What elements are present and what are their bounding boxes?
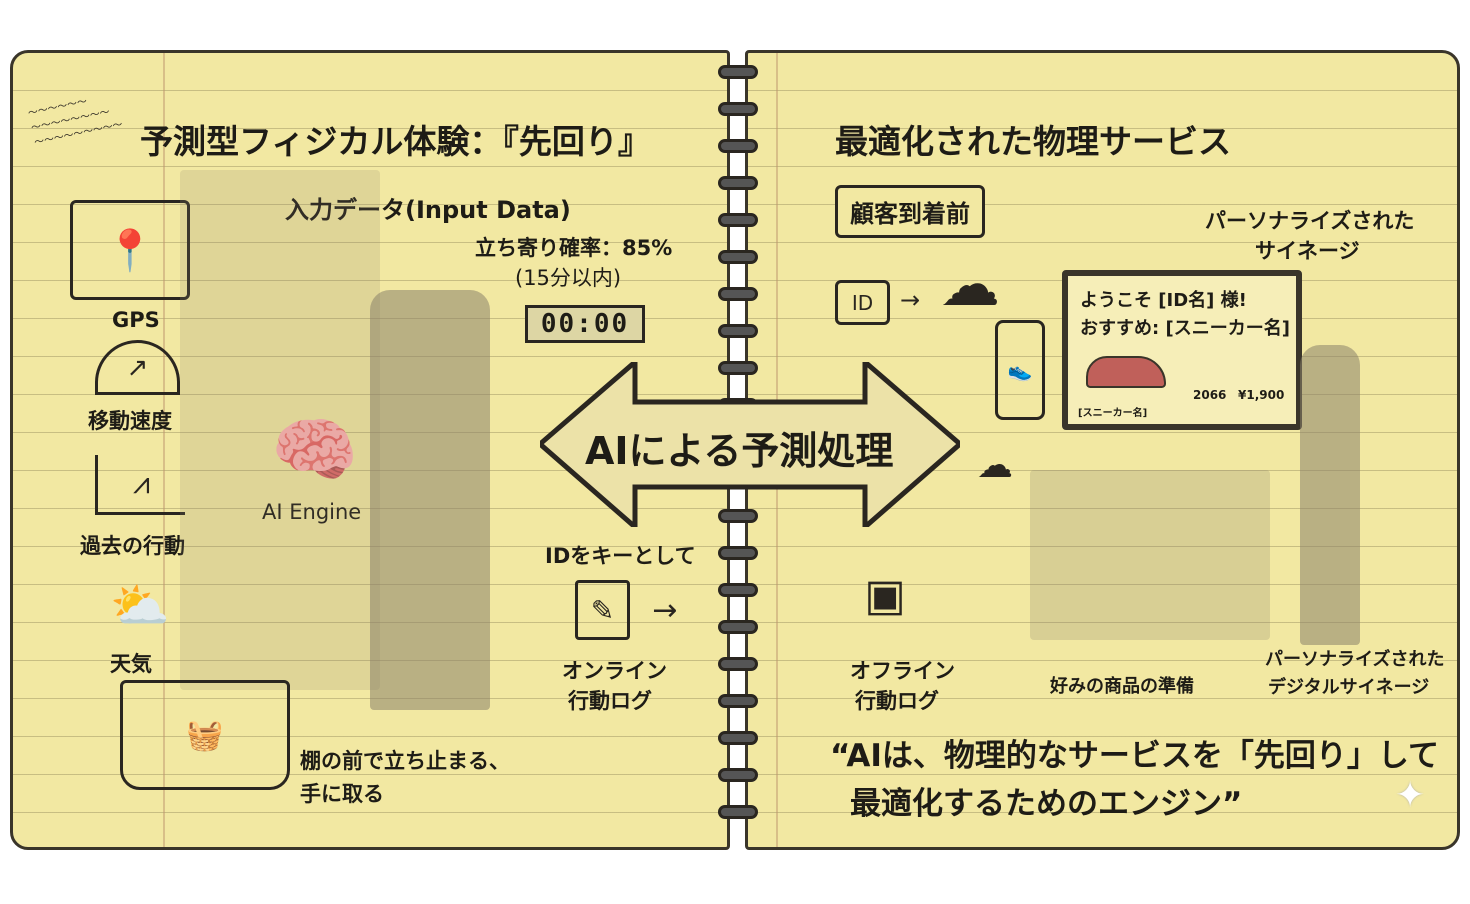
spiral-ring xyxy=(718,65,758,79)
input-gps: GPS xyxy=(112,308,160,332)
spiral-ring xyxy=(718,287,758,301)
shopping-basket-icon: 🧺 xyxy=(120,680,290,790)
signage-label-1: パーソナライズされた xyxy=(1205,209,1415,233)
spiral-ring xyxy=(718,768,758,782)
signage-price: ¥1,900 xyxy=(1238,388,1285,402)
cloud-sync-icon: ☁ xyxy=(940,250,1000,320)
spiral-ring xyxy=(718,583,758,597)
document-pen-icon: ✎ xyxy=(575,580,630,640)
spiral-ring xyxy=(718,102,758,116)
offline-log-1: オフライン xyxy=(850,659,955,683)
arrow-right-icon: → xyxy=(652,592,678,628)
signage-recommend: おすすめ: [スニーカー名] xyxy=(1080,318,1290,339)
sneaker-image xyxy=(1086,356,1166,388)
spiral-ring xyxy=(718,805,758,819)
before-arrival-box: 顧客到着前 xyxy=(835,185,985,238)
online-log-2: 行動ログ xyxy=(568,689,652,713)
input-past-behavior: 過去の行動 xyxy=(80,534,185,558)
visit-probability: 立ち寄り確率：85% xyxy=(475,236,673,260)
spiral-ring xyxy=(718,213,758,227)
staff-figure xyxy=(1300,345,1360,645)
spiral-ring xyxy=(718,620,758,634)
weather-icon: ⛅ xyxy=(110,577,170,634)
left-page-title: 予測型フィジカル体験：『先回り』 xyxy=(140,122,651,161)
id-key-label: IDをキーとして xyxy=(545,544,696,568)
spiral-ring xyxy=(718,694,758,708)
trend-chart-icon: ⩘ xyxy=(95,455,185,515)
cloud-icon: ☁ xyxy=(977,444,1013,486)
shopper-figure xyxy=(370,290,490,710)
offline-log-2: 行動ログ xyxy=(855,689,939,713)
ai-engine-label: AI Engine xyxy=(262,500,362,524)
spiral-ring xyxy=(718,546,758,560)
signage-label-2: サイネージ xyxy=(1255,239,1360,263)
action-text-1: 棚の前で立ち止まる、 xyxy=(300,749,510,773)
store-shelf xyxy=(180,170,380,690)
spiral-ring xyxy=(718,250,758,264)
countdown-timer: 00:00 xyxy=(525,305,645,343)
id-card-icon: ID xyxy=(835,280,890,325)
spiral-ring xyxy=(718,139,758,153)
digital-signage-2: デジタルサイネージ xyxy=(1268,677,1430,698)
right-page-title: 最適化された物理サービス xyxy=(835,122,1231,161)
ai-prediction-label: AIによる予測処理 xyxy=(585,429,894,473)
margin-line xyxy=(163,53,165,847)
bidirectional-arrow xyxy=(540,362,960,527)
action-text-2: 手に取る xyxy=(300,782,384,806)
brain-icon: 🧠 xyxy=(271,408,359,491)
spiral-ring xyxy=(718,731,758,745)
spiral-ring xyxy=(718,324,758,338)
spiral-ring xyxy=(718,509,758,523)
signage-welcome: ようこそ [ID名] 様! xyxy=(1080,290,1247,311)
map-pin-icon: 📍 xyxy=(70,200,190,300)
signage-code: 2066 xyxy=(1193,388,1227,402)
input-speed: 移動速度 xyxy=(88,409,172,433)
store-display xyxy=(1030,470,1270,640)
input-data-heading: 入力データ(Input Data) xyxy=(285,196,571,224)
within-time: (15分以内) xyxy=(515,266,622,290)
online-log-1: オンライン xyxy=(562,659,667,683)
personalized-signage: ようこそ [ID名] 様! おすすめ: [スニーカー名] [スニーカー名] 20… xyxy=(1062,270,1302,430)
quote-line-2: 最適化するためのエンジン” xyxy=(850,786,1243,822)
spiral-ring xyxy=(718,176,758,190)
quote-line-1: “AIは、物理的なサービスを「先回り」して xyxy=(830,738,1439,774)
spiral-ring xyxy=(718,361,758,375)
spiral-ring xyxy=(718,657,758,671)
arrow-right-icon: → xyxy=(899,286,921,314)
smartphone-icon: 👟 xyxy=(995,320,1045,420)
sparkle-icon: ✦ xyxy=(1395,775,1426,816)
circuit-id-chip-icon: ▣ xyxy=(864,569,906,621)
digital-signage-1: パーソナライズされた xyxy=(1265,649,1445,670)
signage-product: [スニーカー名] xyxy=(1078,408,1148,419)
product-prep-label: 好みの商品の準備 xyxy=(1050,676,1194,697)
input-weather: 天気 xyxy=(110,652,152,676)
